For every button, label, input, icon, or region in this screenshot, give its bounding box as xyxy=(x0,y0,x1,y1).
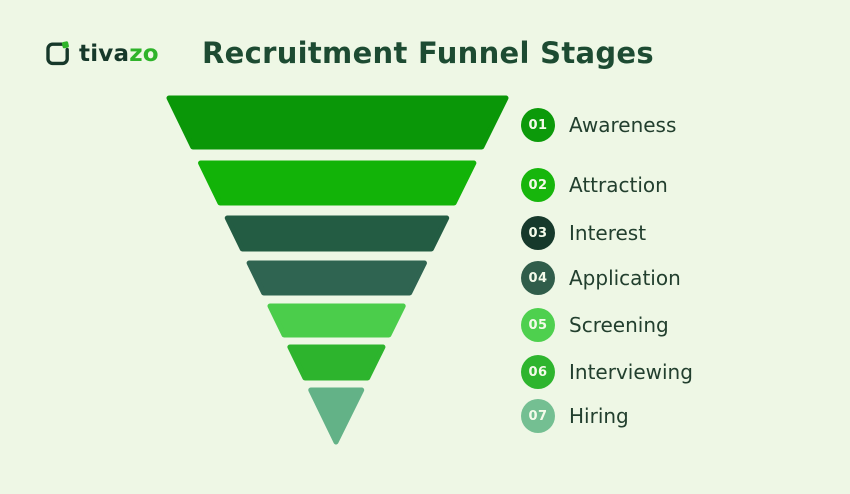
page-title: Recruitment Funnel Stages xyxy=(202,36,654,70)
tivazo-logo: tivazo xyxy=(44,39,159,69)
legend-item-awareness: 01 Awareness xyxy=(521,108,676,142)
stage-label: Interviewing xyxy=(569,360,693,384)
stage-number-badge: 02 xyxy=(521,168,555,202)
legend-item-interviewing: 06 Interviewing xyxy=(521,355,693,389)
legend-item-interest: 03 Interest xyxy=(521,216,646,250)
stage-number-badge: 05 xyxy=(521,308,555,342)
stage-label: Application xyxy=(569,266,681,290)
stage-label: Awareness xyxy=(569,113,677,137)
logo-text-accent: zo xyxy=(129,40,159,67)
legend-item-hiring: 07 Hiring xyxy=(521,399,629,433)
stage-label: Interest xyxy=(569,221,647,245)
stage-label: Screening xyxy=(569,313,669,337)
stage-label: Attraction xyxy=(569,173,668,197)
stage-number-badge: 07 xyxy=(521,399,555,433)
stage-number-badge: 04 xyxy=(521,261,555,295)
stage-number-badge: 01 xyxy=(521,108,555,142)
legend-item-screening: 05 Screening xyxy=(521,308,669,342)
legend-item-attraction: 02 Attraction xyxy=(521,168,668,202)
logo-text-primary: tiva xyxy=(79,40,130,67)
legend-item-application: 04 Application xyxy=(521,261,681,295)
stage-number-badge: 03 xyxy=(521,216,555,250)
stage-number-badge: 06 xyxy=(521,355,555,389)
tivazo-square-icon xyxy=(44,40,72,68)
logo-wordmark: tivazo xyxy=(79,40,159,67)
stage-label: Hiring xyxy=(569,404,629,428)
